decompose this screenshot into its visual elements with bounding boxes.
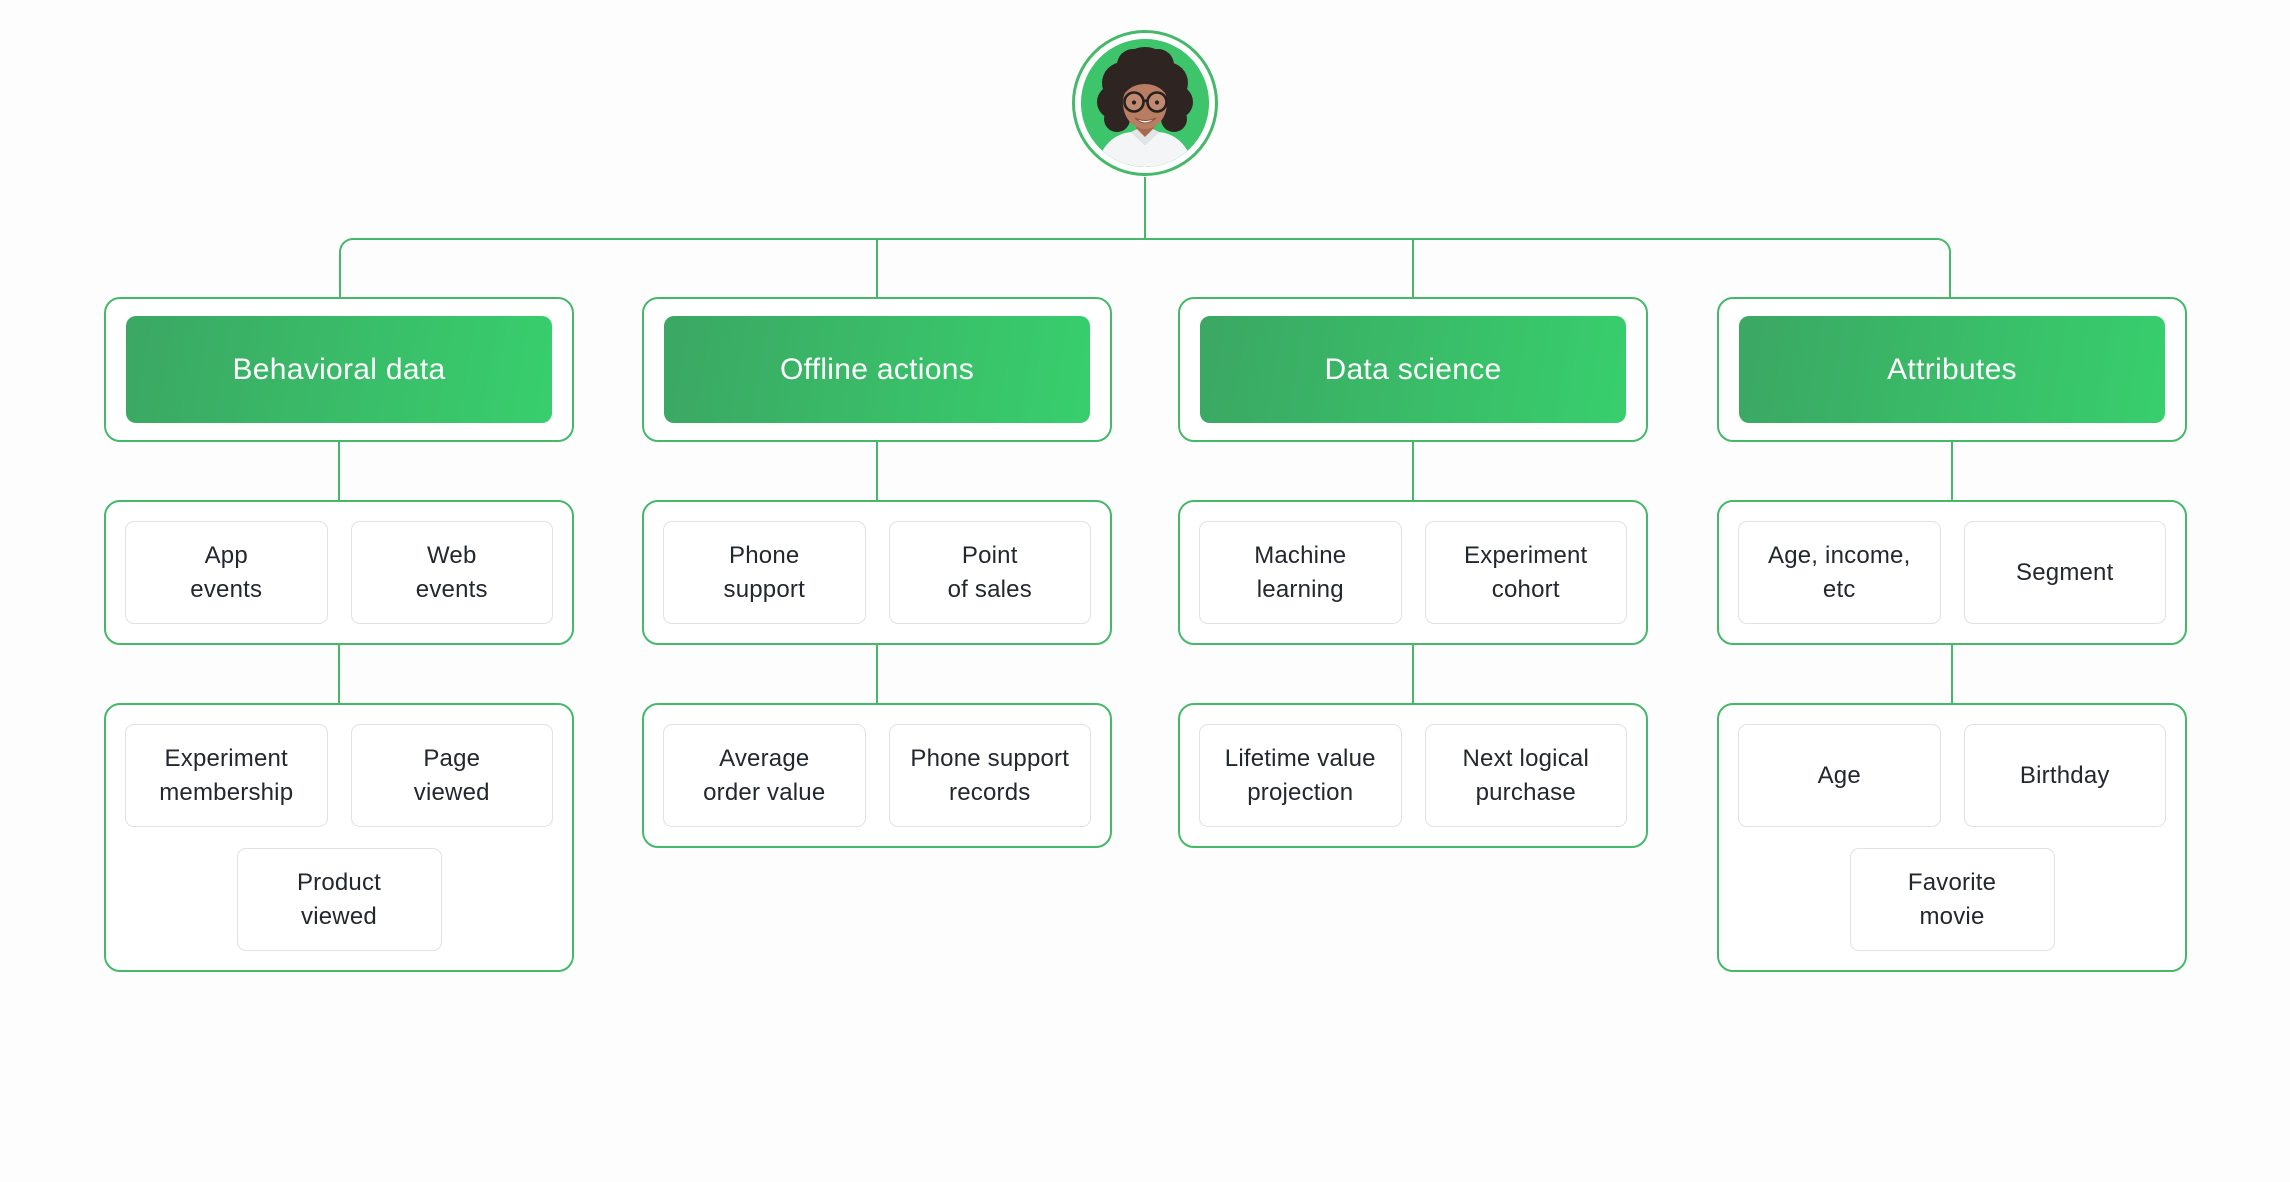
connector-column-line (337, 442, 341, 500)
connector-avatar-line (1143, 177, 1146, 239)
category-button-behavioral-data[interactable]: Behavioral data (126, 316, 552, 423)
avatar[interactable] (1072, 30, 1218, 176)
column-behavioral-data: Behavioral data App events Web events Ex… (104, 297, 574, 972)
column-data-science: Data science Machine learning Experiment… (1178, 297, 1648, 848)
category-button-attributes[interactable]: Attributes (1739, 316, 2165, 423)
category-button-offline-actions[interactable]: Offline actions (664, 316, 1090, 423)
item-average-order-value: Average order value (663, 724, 866, 827)
item-web-events: Web events (350, 521, 553, 624)
group-data-science-level-1: Machine learning Experiment cohort (1178, 500, 1648, 645)
avatar-photo (1081, 39, 1209, 167)
column-offline-actions: Offline actions Phone support Point of s… (642, 297, 1112, 848)
connector-column-line (337, 645, 341, 703)
group-behavioral-level-2: Experiment membership Page viewed Produc… (104, 703, 574, 972)
group-offline-level-2: Average order value Phone support record… (642, 703, 1112, 848)
connector-stub-data-science (1411, 239, 1415, 298)
group-offline-level-1: Phone support Point of sales (642, 500, 1112, 645)
item-lifetime-value-projection: Lifetime value projection (1199, 724, 1402, 827)
column-attributes: Attributes Age, income, etc Segment Age … (1717, 297, 2187, 972)
group-behavioral-level-1: App events Web events (104, 500, 574, 645)
item-birthday: Birthday (1963, 724, 2166, 827)
item-phone-support-records: Phone support records (888, 724, 1091, 827)
person-portrait-illustration (1081, 39, 1209, 167)
item-experiment-membership: Experiment membership (125, 724, 328, 827)
item-machine-learning: Machine learning (1199, 521, 1402, 624)
item-page-viewed: Page viewed (350, 724, 553, 827)
item-next-logical-purchase: Next logical purchase (1424, 724, 1627, 827)
item-age-income-etc: Age, income, etc (1738, 521, 1941, 624)
connector-column-line (1950, 645, 1954, 703)
item-segment: Segment (1963, 521, 2166, 624)
category-card-attributes: Attributes (1717, 297, 2187, 442)
connector-stub-offline-actions (875, 239, 879, 298)
connector-column-line (1950, 442, 1954, 500)
category-card-data-science: Data science (1178, 297, 1648, 442)
item-age: Age (1738, 724, 1941, 827)
group-attributes-level-1: Age, income, etc Segment (1717, 500, 2187, 645)
item-favorite-movie: Favorite movie (1849, 848, 2055, 951)
connector-horizontal-rail (339, 238, 1951, 298)
group-attributes-level-2: Age Birthday Favorite movie (1717, 703, 2187, 972)
connector-column-line (875, 645, 879, 703)
item-product-viewed: Product viewed (236, 848, 442, 951)
category-card-offline-actions: Offline actions (642, 297, 1112, 442)
item-phone-support: Phone support (663, 521, 866, 624)
group-data-science-level-2: Lifetime value projection Next logical p… (1178, 703, 1648, 848)
item-app-events: App events (125, 521, 328, 624)
category-card-behavioral-data: Behavioral data (104, 297, 574, 442)
connector-column-line (1411, 442, 1415, 500)
category-button-data-science[interactable]: Data science (1200, 316, 1626, 423)
connector-column-line (875, 442, 879, 500)
item-experiment-cohort: Experiment cohort (1424, 521, 1627, 624)
connector-column-line (1411, 645, 1415, 703)
item-point-of-sales: Point of sales (888, 521, 1091, 624)
